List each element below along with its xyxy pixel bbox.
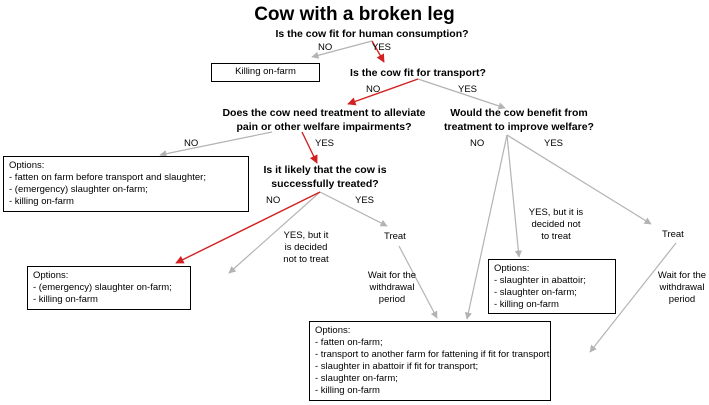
label-q5-no: NO — [266, 195, 281, 206]
arrow-q2-yes — [417, 78, 506, 110]
label-q5-yes: YES — [355, 195, 375, 206]
arrow-q4-no — [464, 134, 508, 320]
label-q2-yes: YES — [458, 84, 478, 95]
arrow-q2-no — [347, 78, 419, 106]
label-q1-no: NO — [318, 42, 333, 53]
diagram-title: Cow with a broken leg — [254, 4, 455, 25]
arrow-q5-decided — [228, 191, 321, 274]
arrow-q3-no — [159, 131, 273, 158]
arrow-q5-no — [175, 191, 321, 264]
arrow-q4-decided — [506, 134, 522, 258]
arrow-q3-yes — [301, 131, 318, 164]
arrow-q4-yes — [506, 134, 652, 225]
label-q1-yes: YES — [372, 42, 392, 53]
label-q3-yes: YES — [315, 138, 335, 149]
question-fit-for-transport: Is the cow fit for transport? — [350, 67, 486, 79]
arrow-wait2 — [589, 242, 677, 353]
arrow-q5-yes — [319, 191, 388, 227]
box-options-not-treatable: Options:- (emergency) slaughter on-farm;… — [27, 266, 191, 310]
arrow-q1-no — [311, 40, 373, 59]
box-options-after-treatment: Options:- fatten on-farm;- transport to … — [309, 321, 551, 401]
label-treat-2: Treat — [662, 229, 684, 240]
box-killing-on-farm: Killing on-farm — [211, 63, 320, 82]
label-q4-no: NO — [470, 138, 485, 149]
label-q3-no: NO — [184, 138, 199, 149]
label-q4-yes: YES — [544, 138, 564, 149]
box-options-no-treatment: Options:- fatten on farm before transpor… — [3, 156, 249, 212]
box-options-abattoir: Options:- slaughter in abattoir;- slaugh… — [488, 259, 616, 314]
question-need-treatment: Does the cow need treatment to alleviate… — [222, 107, 426, 133]
label-q2-no: NO — [366, 84, 381, 95]
question-human-consumption: Is the cow fit for human consumption? — [275, 28, 469, 40]
arrow-q1-yes — [371, 40, 385, 63]
arrow-wait1 — [398, 245, 438, 319]
label-treat-1: Treat — [384, 231, 406, 242]
